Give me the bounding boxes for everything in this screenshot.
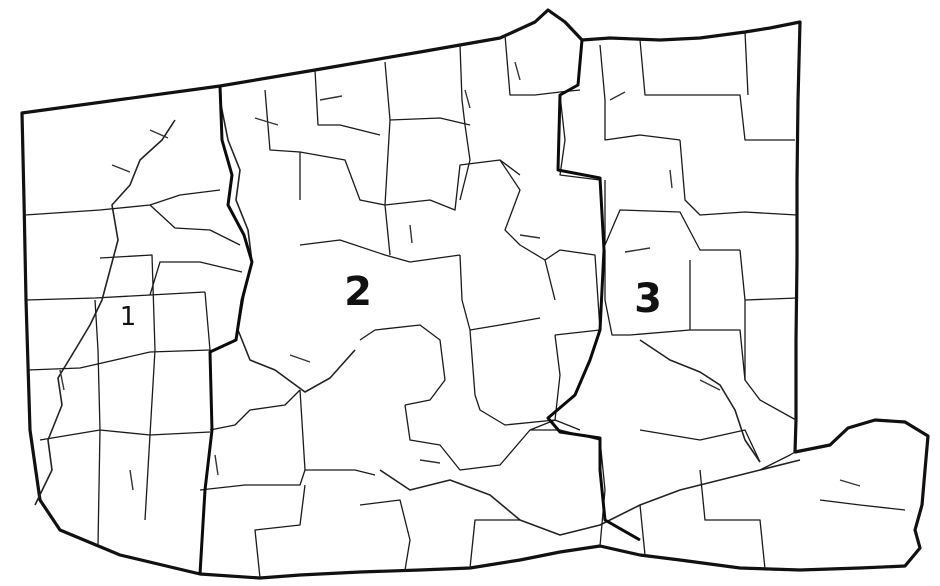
river-west [34, 119, 176, 506]
district-label-1: 1 [120, 302, 137, 332]
district-label-2: 2 [344, 269, 372, 315]
river-south [379, 459, 801, 536]
county-name-marks [59, 61, 861, 491]
district-boundary-1-2 [198, 85, 254, 575]
state-outline [20, 8, 930, 580]
river-east [639, 339, 761, 463]
district-boundary-2-3 [546, 39, 641, 542]
district-label-3: 3 [634, 276, 662, 322]
